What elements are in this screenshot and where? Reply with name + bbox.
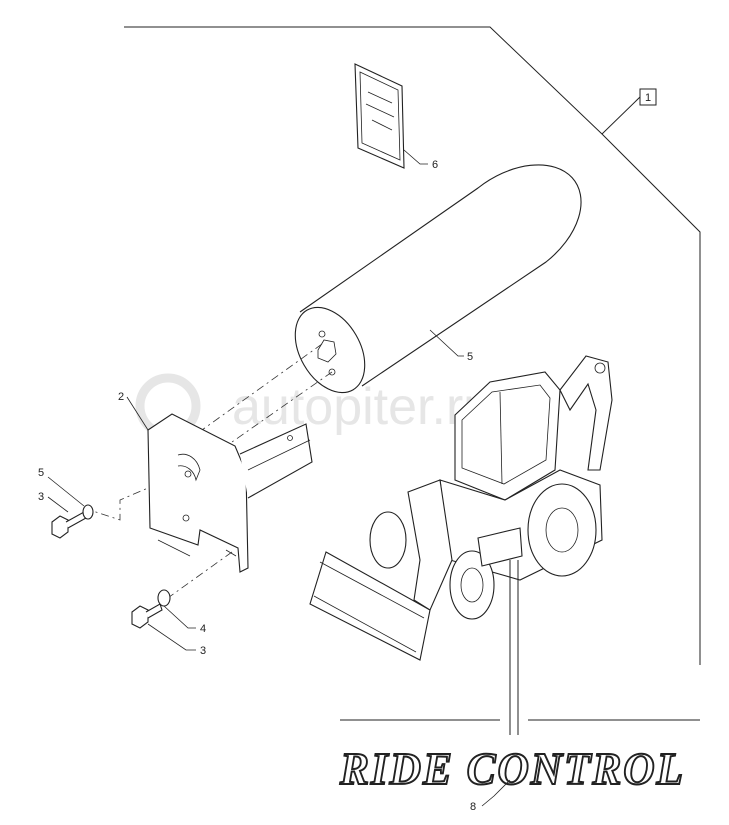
callout-5: 5 [38,467,44,479]
decal-text: RIDE CONTROL [339,743,685,794]
callout-6: 5 [467,351,473,363]
callout-3a: 3 [38,491,44,503]
ride-control-decal: RIDE CONTROL [338,742,685,795]
washer-upper [82,504,94,520]
leader-6 [429,329,464,357]
callout-1: 1 [645,92,651,104]
watermark-text: autopiter.ru [232,378,492,436]
callout-7: 6 [432,159,438,171]
callout-8: 8 [470,801,476,813]
callout-4: 4 [200,623,206,635]
alignment-line-bolt-lower [164,551,233,601]
instruction-manual [354,63,405,169]
leader-3b [147,623,196,651]
bolt-lower [131,603,163,629]
alignment-line-mid [191,371,333,471]
bolt-upper [51,511,87,539]
leader-1 [601,96,641,135]
leader-8 [481,779,511,807]
washer-lower [157,589,171,607]
leader-3a [47,496,69,513]
callout-3b: 3 [200,645,206,657]
leader-4 [163,605,196,629]
leader-7 [403,149,428,165]
accumulator-cylinder [294,164,582,394]
leader-5 [47,476,85,507]
callout-2: 2 [118,391,124,403]
mounting-bracket [147,413,313,573]
callout-box-1 [639,88,657,106]
leader-2 [126,396,149,431]
backhoe-loader [309,355,613,661]
